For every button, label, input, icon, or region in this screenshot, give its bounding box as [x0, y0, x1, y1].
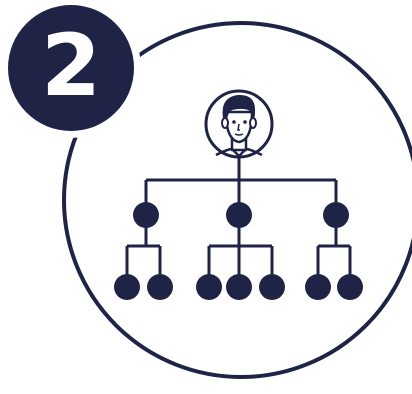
- step-number-badge: 2: [8, 5, 134, 131]
- connector-lines: [125, 157, 352, 276]
- employee-node: [259, 274, 285, 300]
- avatar-mouth: [234, 133, 244, 136]
- avatar-ear-left: [221, 117, 229, 129]
- step-number: 2: [41, 16, 101, 116]
- employee-node: [114, 274, 140, 300]
- employee-node: [305, 274, 331, 300]
- avatar-shoulders: [215, 147, 263, 158]
- employee-node: [196, 274, 222, 300]
- avatar-eye-left: [232, 120, 236, 124]
- avatar-ear-right: [249, 117, 257, 129]
- employee-node: [226, 274, 252, 300]
- outer-circle: [62, 21, 412, 379]
- employee-node: [337, 274, 363, 300]
- manager-node-left: [133, 202, 159, 228]
- employee-node: [147, 274, 173, 300]
- manager-node-middle: [226, 202, 252, 228]
- avatar-nose: [237, 123, 240, 131]
- manager-nodes: [133, 202, 349, 228]
- employee-nodes: [114, 274, 363, 300]
- avatar-eye-right: [243, 120, 247, 124]
- avatar-hair: [222, 94, 256, 121]
- manager-node-right: [323, 202, 349, 228]
- person-avatar-icon: [204, 89, 274, 159]
